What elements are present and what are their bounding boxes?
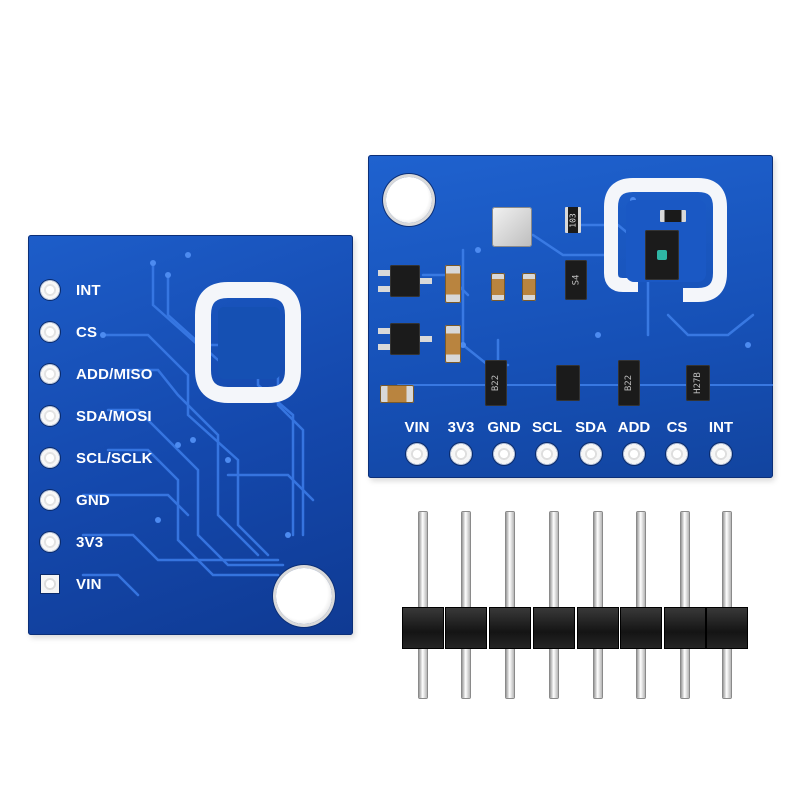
mounting-hole	[276, 568, 332, 624]
pin-pad	[40, 532, 60, 552]
header-pin	[723, 512, 731, 698]
humidity-sensor-chip	[645, 230, 679, 280]
front-pin-label: ADD	[617, 419, 651, 436]
regulator-chip	[390, 265, 420, 297]
pin-label: INT	[76, 281, 101, 299]
header-housing	[706, 607, 748, 649]
capacitor	[522, 273, 536, 301]
chip-lead	[420, 336, 432, 342]
back-pin: GND	[40, 485, 240, 515]
mosfet-chip: H27B	[686, 365, 710, 401]
front-pin-pad	[710, 443, 732, 465]
capacitor	[445, 265, 461, 303]
back-pin: CS	[40, 317, 240, 347]
front-pin-pad	[493, 443, 515, 465]
front-pin-pad	[666, 443, 688, 465]
back-pin: VIN	[40, 569, 240, 599]
header-housing	[620, 607, 662, 649]
header-pin	[506, 512, 514, 698]
pin-pad	[40, 448, 60, 468]
pin-pad	[40, 322, 60, 342]
front-pin-label: SDA	[575, 419, 607, 436]
pin-label: SDA/MOSI	[76, 407, 152, 425]
pin-label: ADD/MISO	[76, 365, 153, 383]
chip-lead	[378, 270, 390, 276]
header-pin	[419, 512, 427, 698]
pressure-sensor-chip	[492, 207, 532, 247]
front-pin-pad	[406, 443, 428, 465]
pcb-back-side: INT CS ADD/MISO SDA/MOSI SCL/SCLK GND	[28, 235, 353, 635]
mounting-hole	[386, 177, 432, 223]
header-pin	[681, 512, 689, 698]
mosfet-chip	[556, 365, 580, 401]
pin-pad	[40, 406, 60, 426]
front-pin-pad	[536, 443, 558, 465]
capacitor	[491, 273, 505, 301]
diode-s4: S4	[565, 260, 587, 300]
pin-pad	[40, 364, 60, 384]
header-housing	[577, 607, 619, 649]
pin-pad	[40, 490, 60, 510]
chip-lead	[378, 328, 390, 334]
pin-label: VIN	[76, 575, 102, 593]
header-housing	[489, 607, 531, 649]
back-traces	[81, 252, 315, 597]
back-pin: 3V3	[40, 527, 240, 557]
front-pin-label: SCL	[532, 419, 562, 436]
pin-pad	[40, 280, 60, 300]
front-pin-pad	[623, 443, 645, 465]
capacitor	[380, 385, 414, 403]
sensor-window	[657, 250, 667, 260]
header-housing	[664, 607, 706, 649]
header-pin	[462, 512, 470, 698]
back-pin: SCL/SCLK	[40, 443, 240, 473]
front-pin-label: GND	[487, 419, 521, 436]
header-pin	[550, 512, 558, 698]
pin-label: GND	[76, 491, 110, 509]
pin-label: 3V3	[76, 533, 104, 551]
back-pin: ADD/MISO	[40, 359, 240, 389]
resistor-103: 103	[565, 207, 581, 233]
header-pin	[637, 512, 645, 698]
header-pin	[594, 512, 602, 698]
front-pin-label: VIN	[404, 419, 430, 436]
front-pin-pad	[450, 443, 472, 465]
front-pin-pad	[580, 443, 602, 465]
pin-pad-square	[40, 574, 60, 594]
pcb-front-side: 103 S4 B22 B22 H27B VIN	[368, 155, 773, 478]
regulator-chip	[390, 323, 420, 355]
chip-lead	[378, 344, 390, 350]
capacitor	[445, 325, 461, 363]
pin-label: CS	[76, 323, 98, 341]
sensor-capacitor	[660, 210, 686, 222]
header-housing	[533, 607, 575, 649]
chip-lead	[378, 286, 390, 292]
level-shifter-chip: B22	[485, 360, 507, 406]
front-pin-label: CS	[666, 419, 688, 436]
header-housing	[402, 607, 444, 649]
back-pin: INT	[40, 275, 240, 305]
level-shifter-chip: B22	[618, 360, 640, 406]
pin-label: SCL/SCLK	[76, 449, 153, 467]
chip-lead	[420, 278, 432, 284]
header-housing	[445, 607, 487, 649]
front-pin-label: 3V3	[447, 419, 475, 436]
back-pin: SDA/MOSI	[40, 401, 240, 431]
front-pin-label: INT	[708, 419, 734, 436]
